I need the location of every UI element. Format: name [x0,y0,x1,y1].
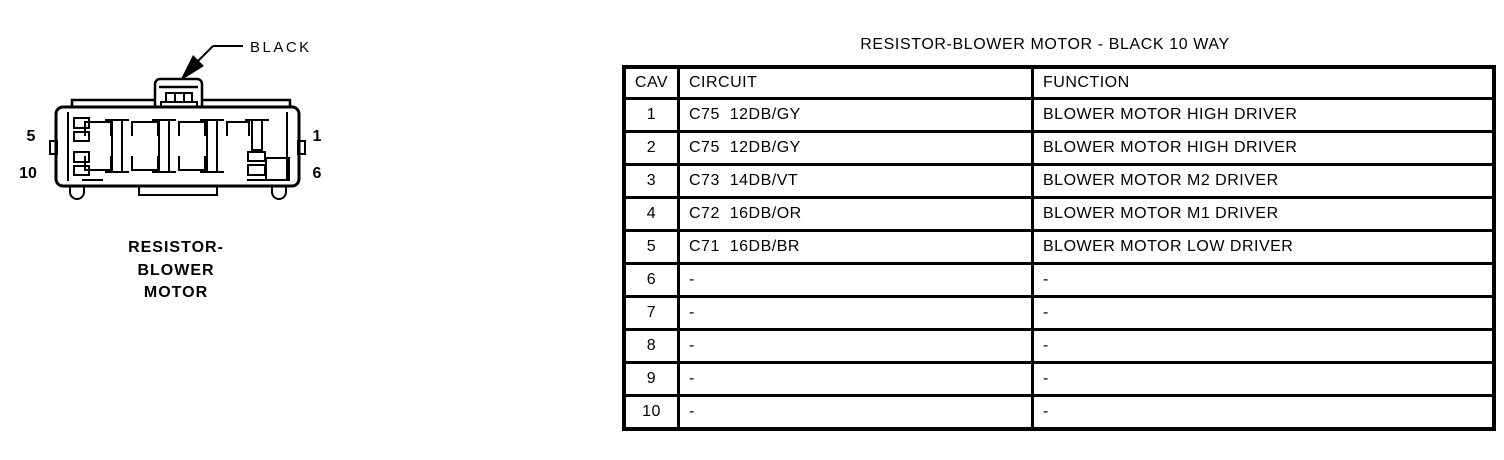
circuit-cell: - [677,295,1034,331]
i-beam-cavities [105,119,269,173]
pinout-section: RESISTOR-BLOWER MOTOR - BLACK 10 WAY CAV… [622,36,1496,431]
table-row: 5 C71 16DB/BR BLOWER MOTOR LOW DRIVER [622,229,1496,265]
table-row: 9 - - [622,361,1496,397]
table-row: 10 - - [622,394,1496,431]
cav-cell: 5 [622,229,680,265]
cav-cell: 6 [622,262,680,298]
circuit-cell: C72 16DB/OR [677,196,1034,232]
connector-color-label: BLACK [250,39,312,56]
cav-cell: 7 [622,295,680,331]
function-cell: - [1031,295,1496,331]
bottom-tab [138,185,218,196]
header-row: CAV CIRCUIT FUNCTION [622,65,1496,100]
function-cell: - [1031,361,1496,397]
function-cell: - [1031,262,1496,298]
header-cav: CAV [622,65,680,100]
circuit-cell: - [677,361,1034,397]
function-cell: BLOWER MOTOR LOW DRIVER [1031,229,1496,265]
function-cell: BLOWER MOTOR HIGH DRIVER [1031,130,1496,166]
table-title: RESISTOR-BLOWER MOTOR - BLACK 10 WAY [860,36,1230,53]
circuit-cell: C71 16DB/BR [677,229,1034,265]
arrowhead-icon [180,55,204,81]
pin-label-6: 6 [313,165,322,182]
pin-label-1: 1 [313,128,322,145]
caption-line-2: BLOWER [137,262,214,279]
cav-cell: 1 [622,97,680,133]
circuit-cell: C73 14DB/VT [677,163,1034,199]
connector-figure: BLACK 5 10 1 6 RESISTOR- BLOWER MOTOR [0,0,360,340]
table-row: 4 C72 16DB/OR BLOWER MOTOR M1 DRIVER [622,196,1496,232]
latch [153,77,204,112]
circuit-cell: - [677,262,1034,298]
pin-label-10: 10 [19,165,37,182]
cav-cell: 9 [622,361,680,397]
connector-diagram-svg: BLACK 5 10 1 6 RESISTOR- BLOWER MOTOR [19,39,322,301]
circuit-cell: - [677,394,1034,431]
table-row: 7 - - [622,295,1496,331]
caption-line-3: MOTOR [144,284,208,301]
cav-cell: 10 [622,394,680,431]
connector-body [49,77,306,188]
header-function: FUNCTION [1031,65,1496,100]
function-cell: BLOWER MOTOR M2 DRIVER [1031,163,1496,199]
table-row: 6 - - [622,262,1496,298]
function-cell: - [1031,328,1496,364]
table-row: 1 C75 12DB/GY BLOWER MOTOR HIGH DRIVER [622,97,1496,133]
header-circuit: CIRCUIT [677,65,1034,100]
cav-cell: 4 [622,196,680,232]
pinout-table-head: CAV CIRCUIT FUNCTION [622,65,1496,100]
table-row: 2 C75 12DB/GY BLOWER MOTOR HIGH DRIVER [622,130,1496,166]
pin-label-5: 5 [27,128,36,145]
table-row: 8 - - [622,328,1496,364]
function-cell: BLOWER MOTOR M1 DRIVER [1031,196,1496,232]
pinout-table-body: 1 C75 12DB/GY BLOWER MOTOR HIGH DRIVER 2… [622,97,1496,431]
connector-caption: RESISTOR- BLOWER MOTOR [128,239,224,301]
table-row: 3 C73 14DB/VT BLOWER MOTOR M2 DRIVER [622,163,1496,199]
caption-line-1: RESISTOR- [128,239,224,256]
cav-cell: 3 [622,163,680,199]
color-callout-arrow [180,45,243,81]
circuit-cell: - [677,328,1034,364]
circuit-cell: C75 12DB/GY [677,130,1034,166]
cav-cell: 8 [622,328,680,364]
mounting-feet [69,185,287,200]
cav-cell: 2 [622,130,680,166]
circuit-cell: C75 12DB/GY [677,97,1034,133]
terminal-cavities [73,117,290,181]
function-cell: BLOWER MOTOR HIGH DRIVER [1031,97,1496,133]
pinout-table: CAV CIRCUIT FUNCTION 1 C75 12DB/GY BLOWE… [622,65,1496,431]
function-cell: - [1031,394,1496,431]
